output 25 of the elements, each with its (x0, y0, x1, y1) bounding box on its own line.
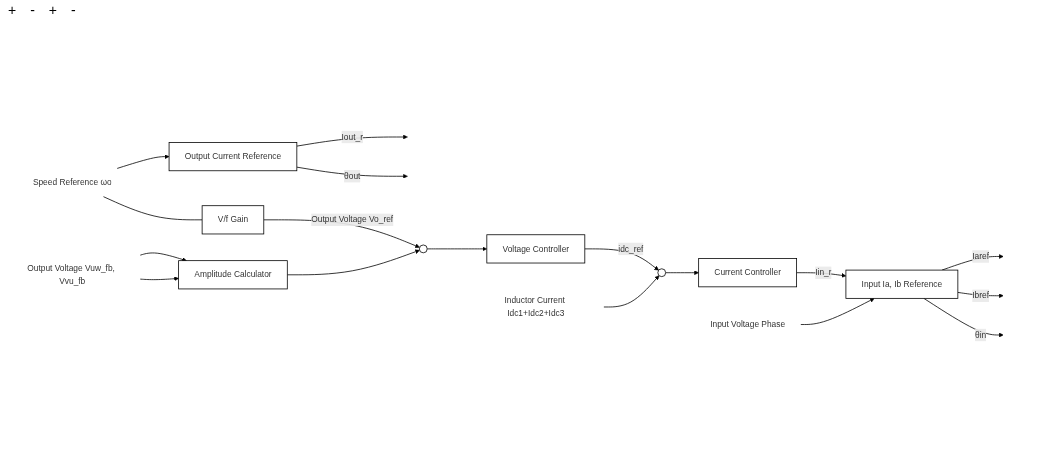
edge-label: θout (344, 171, 361, 181)
edge-label: Ibref (972, 291, 990, 300)
node-box: V/f Gain (201, 205, 265, 235)
edge-label: Iout_r (341, 132, 363, 142)
edge-label: idc_ref (618, 244, 644, 254)
edge-label: θin (975, 330, 987, 340)
sign-label: + (8, 2, 17, 18)
edge-label: Iin_r (815, 268, 832, 277)
node-box: Output Current Reference (168, 142, 298, 172)
node-box: Voltage Controller (486, 234, 586, 264)
node-text: Inductor Current Idc1+Idc2+Idc3 (504, 296, 565, 318)
sign-label: + (48, 2, 58, 18)
node-box: Input Ia, Ib Reference (845, 269, 959, 299)
node-circle (657, 268, 667, 278)
node-text: Speed Reference ωo (32, 177, 112, 187)
edge-label: Iaref (972, 251, 990, 261)
edge-label: Output Voltage Vo_ref (311, 215, 394, 225)
node-text: Input Voltage Phase (710, 319, 786, 329)
node-text: Output Voltage Vuw_fb, Vvu_fb (27, 263, 115, 286)
sign-label: - (71, 2, 76, 18)
sign-label: - (30, 2, 35, 18)
node-box: Amplitude Calculator (178, 260, 288, 290)
node-circle (418, 244, 428, 254)
connector (103, 196, 203, 221)
node-box: Current Controller (698, 258, 797, 288)
